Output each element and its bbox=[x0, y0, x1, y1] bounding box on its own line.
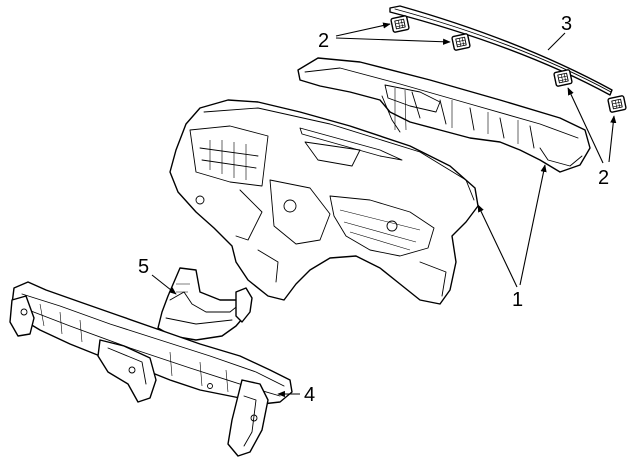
leader-lines bbox=[151, 22, 617, 398]
dash-panel-part bbox=[169, 99, 479, 305]
callout-4: 4 bbox=[304, 384, 315, 406]
bracket-part bbox=[157, 267, 253, 341]
callout-1: 1 bbox=[512, 289, 523, 311]
callout-2-right: 2 bbox=[598, 167, 609, 189]
callout-5: 5 bbox=[138, 256, 149, 278]
cross-beam-part bbox=[9, 281, 293, 457]
callout-3: 3 bbox=[561, 13, 572, 35]
trim-strip-part bbox=[389, 5, 613, 96]
callout-numbers: 1 2 2 3 4 5 bbox=[138, 13, 609, 406]
clip-part bbox=[390, 15, 627, 113]
upper-panel-part bbox=[297, 57, 591, 173]
callout-2-top: 2 bbox=[318, 30, 329, 52]
